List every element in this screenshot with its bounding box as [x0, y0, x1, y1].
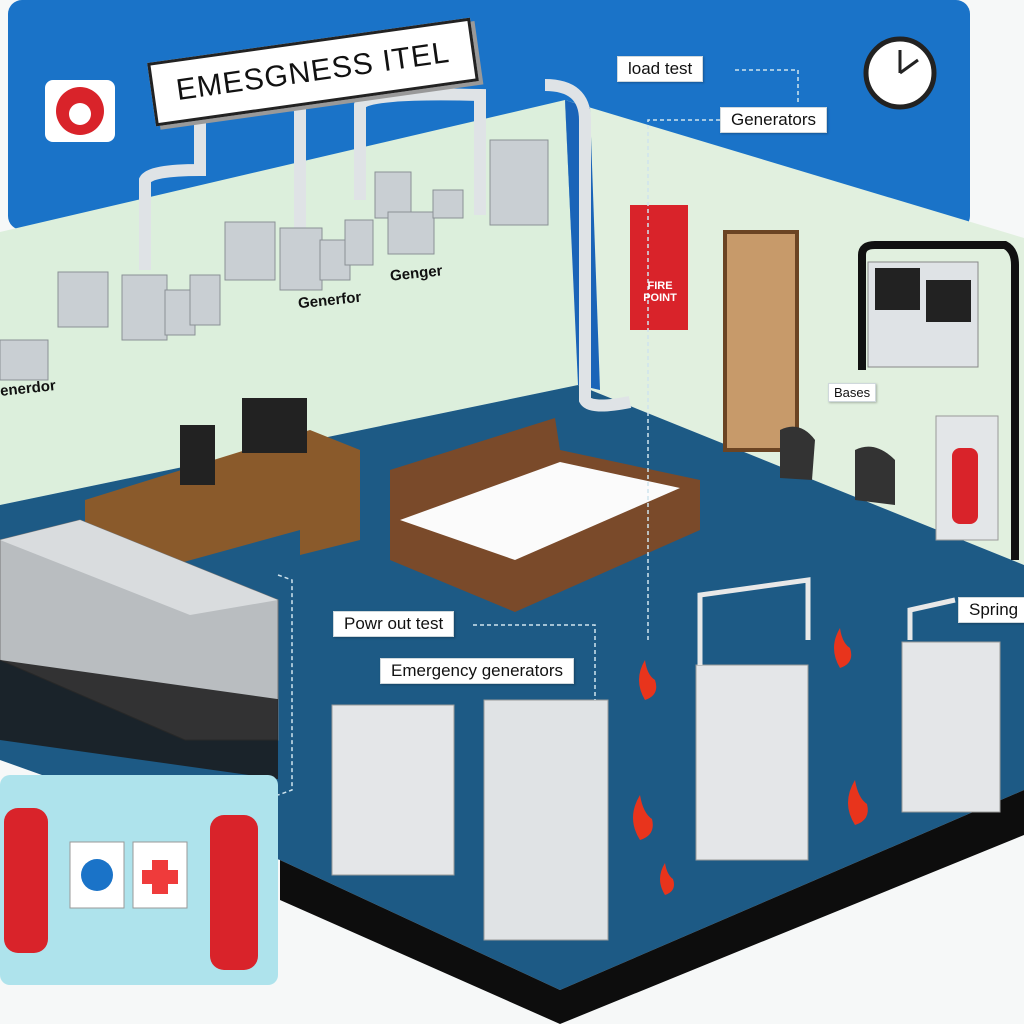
bed-sheet: [400, 462, 680, 560]
monitor-left: [180, 425, 215, 485]
fire-extinguisher-icon: [4, 808, 48, 953]
label-spring: Spring: [958, 597, 1024, 623]
cable: [858, 241, 1019, 560]
flame-icons: [633, 628, 868, 895]
fire-extinguisher-icon: [210, 815, 258, 970]
cabinet: [331, 704, 455, 876]
floor-base: [280, 790, 1024, 1024]
cabinet: [901, 641, 1001, 813]
generator-base: [0, 660, 278, 780]
fire-sign-text: FIRE POINT: [643, 280, 677, 304]
desk: [85, 430, 360, 585]
chair: [855, 446, 895, 505]
label-bases: Bases: [828, 383, 877, 402]
label-generators: Generators: [720, 107, 828, 133]
monitor-right: [242, 398, 307, 453]
label-power-out-test: Powr out test: [333, 611, 455, 637]
label-emergency-generators: Emergency generators: [380, 658, 574, 684]
wall-panels: [0, 139, 549, 381]
fire-sign: [630, 205, 688, 330]
door: [723, 230, 799, 452]
cabinet: [695, 664, 809, 861]
emergency-generator-cabinet: [483, 699, 609, 941]
label-load-test: load test: [617, 56, 704, 82]
chair: [780, 426, 815, 480]
